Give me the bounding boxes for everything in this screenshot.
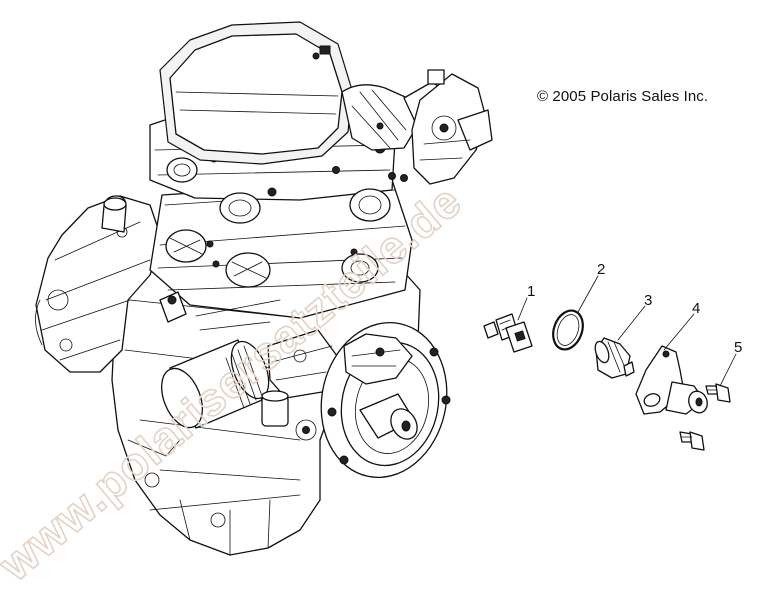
part-5-bolts [679, 383, 731, 451]
callout-leaders [517, 275, 737, 387]
callout-4: 4 [692, 300, 700, 317]
oil-filter [161, 339, 270, 429]
callout-3: 3 [644, 292, 652, 309]
part-4-thermostat-cover [635, 345, 708, 415]
callout-1: 1 [527, 283, 535, 300]
part-2-o-ring [552, 309, 584, 351]
copyright-notice: © 2005 Polaris Sales Inc. [537, 88, 709, 105]
part-1-sensor [483, 313, 533, 353]
part-3-thermostat [594, 337, 635, 379]
callout-5: 5 [734, 339, 742, 356]
callout-2: 2 [597, 261, 605, 278]
engine-assembly [35, 21, 493, 556]
